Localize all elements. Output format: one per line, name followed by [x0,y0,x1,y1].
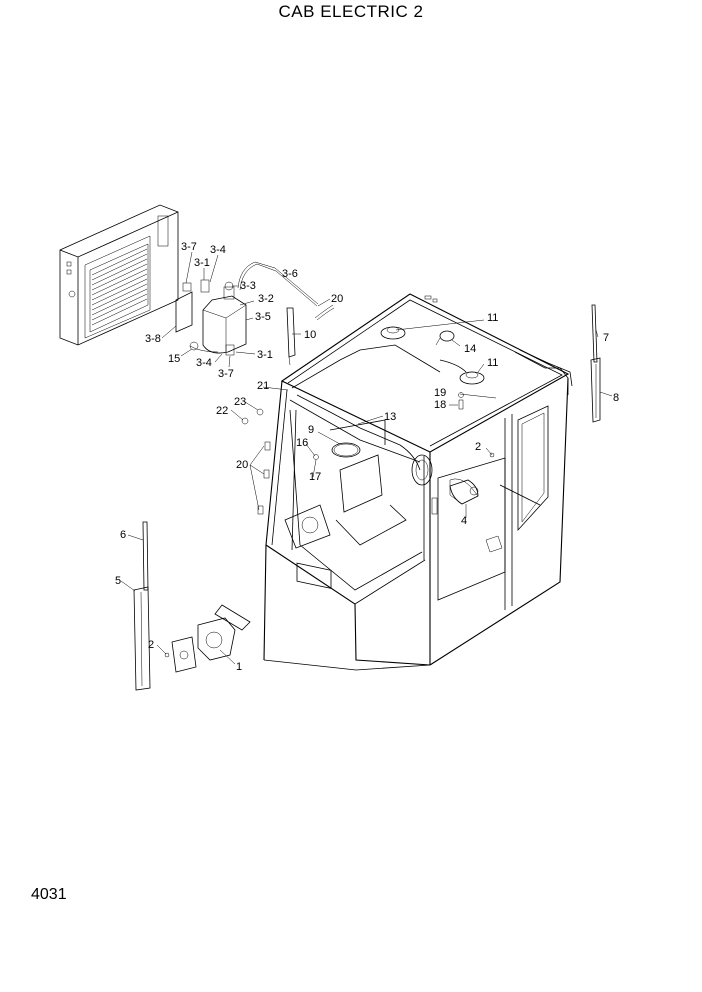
beacon-icon [411,454,433,486]
front-wiper-motor [171,604,251,673]
part-label: 3-1 [194,257,210,269]
part-label: 2 [475,441,481,453]
part-label: 6 [120,529,126,541]
part-label: 11 [487,357,498,369]
part-label: 17 [309,471,321,483]
part-label: 15 [168,353,180,365]
part-label: 16 [296,437,308,449]
wiper-motor-icon [449,479,479,505]
part-label: 13 [384,411,396,423]
part-label: 5 [115,575,121,587]
part-label: 3-1 [257,349,273,361]
page-number: 4031 [31,886,67,903]
rear-wiper-arm [590,304,601,423]
part-label: 23 [234,396,246,408]
part-label: 1 [236,661,242,673]
part-label: 9 [308,424,314,436]
page-title: CAB ELECTRIC 2 [278,2,424,21]
part-label: 3-5 [255,311,271,323]
part-label: 2 [148,639,154,651]
part-label: 22 [216,405,228,417]
part-label: 3-2 [258,293,274,305]
part-label: 3-7 [218,368,234,380]
part-label: 10 [304,329,316,341]
cab-body [263,293,573,671]
part-label: 4 [461,515,467,527]
part-label: 8 [613,392,619,404]
part-label: 20 [331,293,343,305]
part-label: 18 [434,399,446,411]
part-label: 3-6 [282,268,298,280]
lamp-icon [435,330,455,346]
part-label: 3-8 [145,333,161,345]
part-label: 3-3 [240,280,256,292]
part-label: 11 [487,312,498,324]
fastener-icons [164,392,495,658]
filter-unit [59,204,179,346]
room-lamp-icon [331,442,361,458]
washer-tank-assembly [175,261,335,366]
speaker-icon [380,326,485,385]
part-label: 21 [257,380,269,392]
front-wiper-arm [133,521,151,691]
part-labels: 3-7 3-4 3-1 3-6 3-3 3-2 20 3-5 10 3-8 15… [115,241,619,673]
leader-lines [120,251,613,665]
part-label: 19 [434,387,446,399]
part-label: 3-4 [196,357,212,369]
part-label: 3-7 [181,241,197,253]
part-label: 20 [236,459,248,471]
part-label: 14 [464,343,476,355]
part-label: 3-4 [210,244,226,256]
part-label: 7 [603,332,609,344]
